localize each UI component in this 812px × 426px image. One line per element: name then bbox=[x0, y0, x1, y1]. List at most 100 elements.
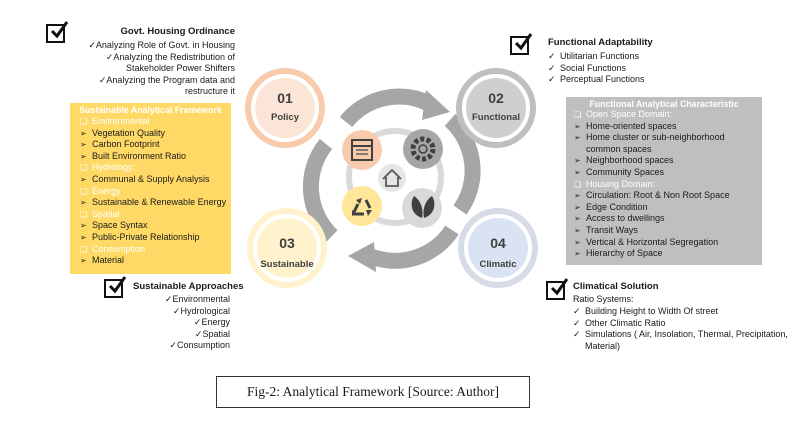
list-item: ✓Other Climatic Ratio bbox=[573, 317, 666, 328]
list-item: ➢Sustainable & Renewable Energy bbox=[80, 197, 227, 208]
arrow-bullet-icon: ➢ bbox=[574, 191, 581, 201]
checkbox-icon bbox=[546, 278, 569, 300]
section-header: ❑Housing Domain: bbox=[574, 178, 656, 189]
climatical-subtitle: Ratio Systems: bbox=[573, 294, 634, 304]
arrow-bullet-icon: ➢ bbox=[574, 156, 581, 166]
checkbox-icon bbox=[510, 33, 533, 55]
fac-title: Functional Analytical Characteristic bbox=[589, 99, 739, 109]
govt-item: restructure it bbox=[184, 86, 235, 97]
arrow-bullet-icon: ➢ bbox=[574, 225, 581, 235]
fac-list: ❑Open Space Domain:➢Home-oriented spaces… bbox=[566, 109, 762, 260]
approaches-list: ✓Environmental ✓Hydrological ✓Energy ✓Sp… bbox=[160, 294, 230, 352]
box-bullet-icon: ❑ bbox=[80, 244, 88, 254]
govt-list: ✓Analyzing Role of Govt. in Housing ✓Ana… bbox=[84, 40, 235, 98]
govt-item: ✓Analyzing the Redistribution of bbox=[105, 51, 235, 62]
arrow-bullet-icon: ➢ bbox=[80, 128, 87, 138]
arrow-bullet-icon: ➢ bbox=[80, 232, 87, 242]
checkbox-icon bbox=[104, 276, 127, 298]
functional-title: Functional Adaptability bbox=[548, 37, 653, 48]
approach-item: ✓Hydrological bbox=[172, 305, 230, 316]
quadrant-policy: 01 Policy bbox=[245, 68, 325, 148]
fac-box: Functional Analytical Characteristic ❑Op… bbox=[566, 97, 762, 265]
quadrant-climatic: 04 Climatic bbox=[458, 208, 538, 288]
arrow-bullet-icon: ➢ bbox=[574, 167, 581, 177]
functional-item: ✓Utilitarian Functions bbox=[548, 51, 640, 61]
govt-item: ✓Analyzing Role of Govt. in Housing bbox=[88, 40, 235, 50]
saf-title: Sustainable Analytical Framework bbox=[79, 105, 222, 115]
approach-item: ✓Consumption bbox=[169, 340, 230, 351]
approach-item: ✓Spatial bbox=[194, 328, 230, 339]
section-header: ❑Spatial bbox=[80, 208, 120, 219]
cycle-diagram: 01 Policy 02 Functional 03 Sustainable 0… bbox=[245, 68, 538, 288]
inner-ring bbox=[346, 128, 444, 226]
list-item-continuation: common spaces bbox=[586, 143, 652, 154]
quadrant-num: 04 bbox=[490, 235, 506, 251]
govt-item: Stakeholder Power Shifters bbox=[125, 63, 235, 74]
approach-item: ✓Environmental bbox=[164, 294, 230, 304]
quadrant-functional: 02 Functional bbox=[456, 68, 536, 148]
check-icon: ✓ bbox=[573, 329, 581, 340]
box-bullet-icon: ❑ bbox=[80, 117, 88, 126]
section-header: ❑Open Space Domain: bbox=[574, 109, 673, 119]
approach-item: ✓Energy bbox=[193, 317, 230, 328]
quadrant-num: 01 bbox=[277, 90, 293, 106]
box-bullet-icon: ❑ bbox=[80, 163, 88, 173]
box-bullet-icon: ❑ bbox=[80, 209, 88, 219]
climatical-title: Climatical Solution bbox=[573, 281, 659, 292]
arrow-bullet-icon: ➢ bbox=[574, 121, 581, 131]
arrow-bullet-icon: ➢ bbox=[574, 237, 581, 247]
list-item: ✓Building Height to Width Of street bbox=[573, 306, 719, 316]
arrow-bullet-icon: ➢ bbox=[574, 202, 581, 212]
list-item: ➢Vertical & Horizontal Segregation bbox=[574, 236, 719, 247]
checkbox-icon bbox=[46, 21, 69, 43]
arrow-bullet-icon: ➢ bbox=[80, 198, 87, 208]
recycle-icon bbox=[342, 186, 382, 226]
list-item: ➢Circulation: Root & Non Root Space bbox=[574, 190, 730, 201]
list-item: ➢Edge Condition bbox=[574, 201, 648, 212]
gear-icon bbox=[403, 129, 443, 169]
list-item: ➢Carbon Footprint bbox=[80, 139, 160, 150]
list-item: ➢Community Spaces bbox=[574, 166, 665, 177]
section-header: ❑Consumption bbox=[80, 243, 146, 254]
govt-item: ✓Analyzing the Program data and bbox=[98, 74, 235, 85]
figure-caption: Fig-2: Analytical Framework [Source: Aut… bbox=[216, 376, 530, 408]
list-item: ➢Built Environment Ratio bbox=[80, 150, 187, 161]
list-item: ➢Home-oriented spaces bbox=[574, 120, 677, 131]
arrow-bullet-icon: ➢ bbox=[80, 174, 87, 184]
check-icon: ✓ bbox=[573, 317, 581, 328]
cycle-arrows bbox=[302, 88, 481, 272]
arrow-bullet-icon: ➢ bbox=[80, 151, 87, 161]
box-bullet-icon: ❑ bbox=[80, 186, 88, 196]
list-item: ➢Space Syntax bbox=[80, 220, 148, 231]
list-item: ➢Communal & Supply Analysis bbox=[80, 173, 210, 184]
list-item: ➢Access to dwellings bbox=[574, 213, 665, 224]
arrow-bullet-icon: ➢ bbox=[80, 140, 87, 150]
section-header: ❑Energy bbox=[80, 185, 121, 196]
home-icon bbox=[378, 164, 406, 192]
list-item: ➢Hierarchy of Space bbox=[574, 248, 663, 259]
section-header: ❑Hydrology: bbox=[80, 162, 136, 173]
functional-item: ✓Social Functions bbox=[548, 62, 627, 73]
quadrant-num: 02 bbox=[488, 90, 504, 106]
list-item: ➢Public-Private Relationship bbox=[80, 231, 200, 242]
functional-list: ✓Utilitarian Functions ✓Social Functions… bbox=[548, 51, 645, 86]
quadrant-label: Climatic bbox=[480, 259, 517, 270]
functional-item: ✓Perceptual Functions bbox=[548, 74, 645, 85]
quadrant-num: 03 bbox=[279, 235, 295, 251]
saf-list: ❑Environmental➢Vegetation Quality➢Carbon… bbox=[70, 116, 231, 267]
leaf-icon bbox=[402, 188, 442, 228]
list-item-continuation: Material) bbox=[585, 340, 621, 351]
quadrant-label: Policy bbox=[271, 112, 300, 123]
approaches-title: Sustainable Approaches bbox=[133, 281, 244, 292]
list-item: ➢Material bbox=[80, 255, 125, 266]
quadrant-label: Functional bbox=[472, 112, 520, 123]
quadrant-sustainable: 03 Sustainable bbox=[247, 208, 327, 288]
box-bullet-icon: ❑ bbox=[574, 110, 582, 119]
list-item: ✓Simulations ( Air, Insolation, Thermal,… bbox=[573, 329, 788, 340]
list-item: ➢Home cluster or sub-neighborhood bbox=[574, 132, 725, 143]
check-icon: ✓ bbox=[573, 306, 581, 316]
saf-box: Sustainable Analytical Framework ❑Enviro… bbox=[70, 103, 231, 274]
arrow-bullet-icon: ➢ bbox=[574, 214, 581, 224]
arrow-bullet-icon: ➢ bbox=[80, 256, 87, 266]
arrow-bullet-icon: ➢ bbox=[80, 221, 87, 231]
